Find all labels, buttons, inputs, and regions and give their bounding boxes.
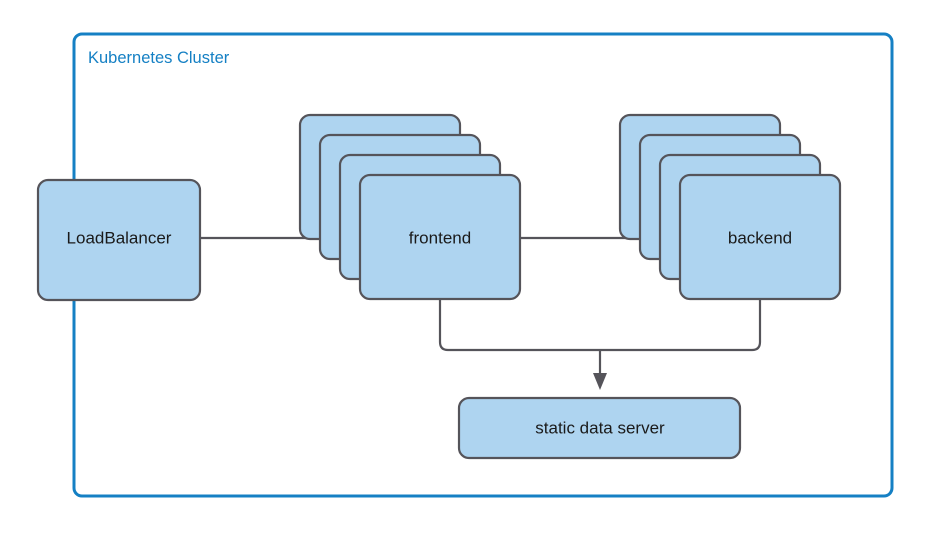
node-static-data-server-label: static data server (535, 418, 665, 437)
node-frontend[interactable]: frontend (298, 113, 522, 301)
node-loadbalancer-rect[interactable] (36, 178, 202, 302)
node-loadbalancer[interactable]: LoadBalancer (36, 178, 202, 302)
edge-merge-to-static-data-server-arrowhead (593, 373, 607, 390)
node-frontend-label: frontend (409, 228, 471, 247)
edge-merge-to-static-data-server[interactable] (593, 350, 607, 390)
edge-backend-to-static-data-server[interactable] (600, 299, 762, 352)
edge-frontend-to-static-data-server-line (438, 299, 600, 352)
edge-frontend-to-static-data-server[interactable] (438, 299, 600, 352)
node-backend-label: backend (728, 228, 792, 247)
node-backend[interactable]: backend (618, 113, 842, 301)
edge-backend-to-static-data-server-line (600, 299, 762, 352)
node-static-data-server[interactable]: static data server (457, 396, 742, 460)
node-loadbalancer-label: LoadBalancer (67, 228, 172, 247)
node-static-data-server-rect[interactable] (457, 396, 742, 460)
cluster-title-label: Kubernetes Cluster (88, 49, 230, 67)
